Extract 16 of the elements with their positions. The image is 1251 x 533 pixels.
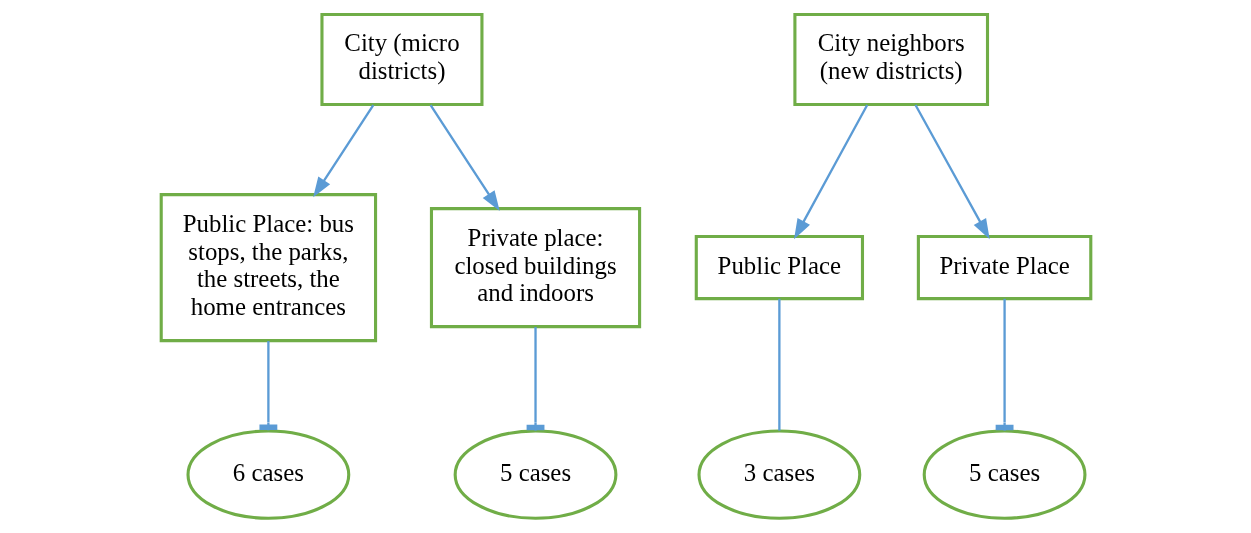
arrow bbox=[312, 104, 374, 198]
node-box: City (micro districts) bbox=[319, 12, 483, 107]
connector bbox=[258, 341, 277, 431]
node-box: Public Place: bus stops, the parks, the streets, the home entrances bbox=[159, 193, 377, 343]
arrow bbox=[914, 104, 990, 240]
node-box: Public Place bbox=[694, 235, 864, 301]
node-box: Private Place bbox=[916, 235, 1092, 301]
connector bbox=[777, 298, 781, 431]
arrow bbox=[429, 104, 500, 212]
node-box: City neighbors (new districts) bbox=[792, 12, 989, 107]
node-box: Private place: closed buildings and indoors bbox=[429, 207, 641, 329]
node-ellipse: 6 cases bbox=[185, 429, 350, 520]
node-ellipse: 3 cases bbox=[696, 429, 861, 520]
node-ellipse: 5 cases bbox=[453, 429, 617, 520]
arrow bbox=[793, 104, 868, 240]
node-ellipse: 5 cases bbox=[922, 429, 1086, 520]
